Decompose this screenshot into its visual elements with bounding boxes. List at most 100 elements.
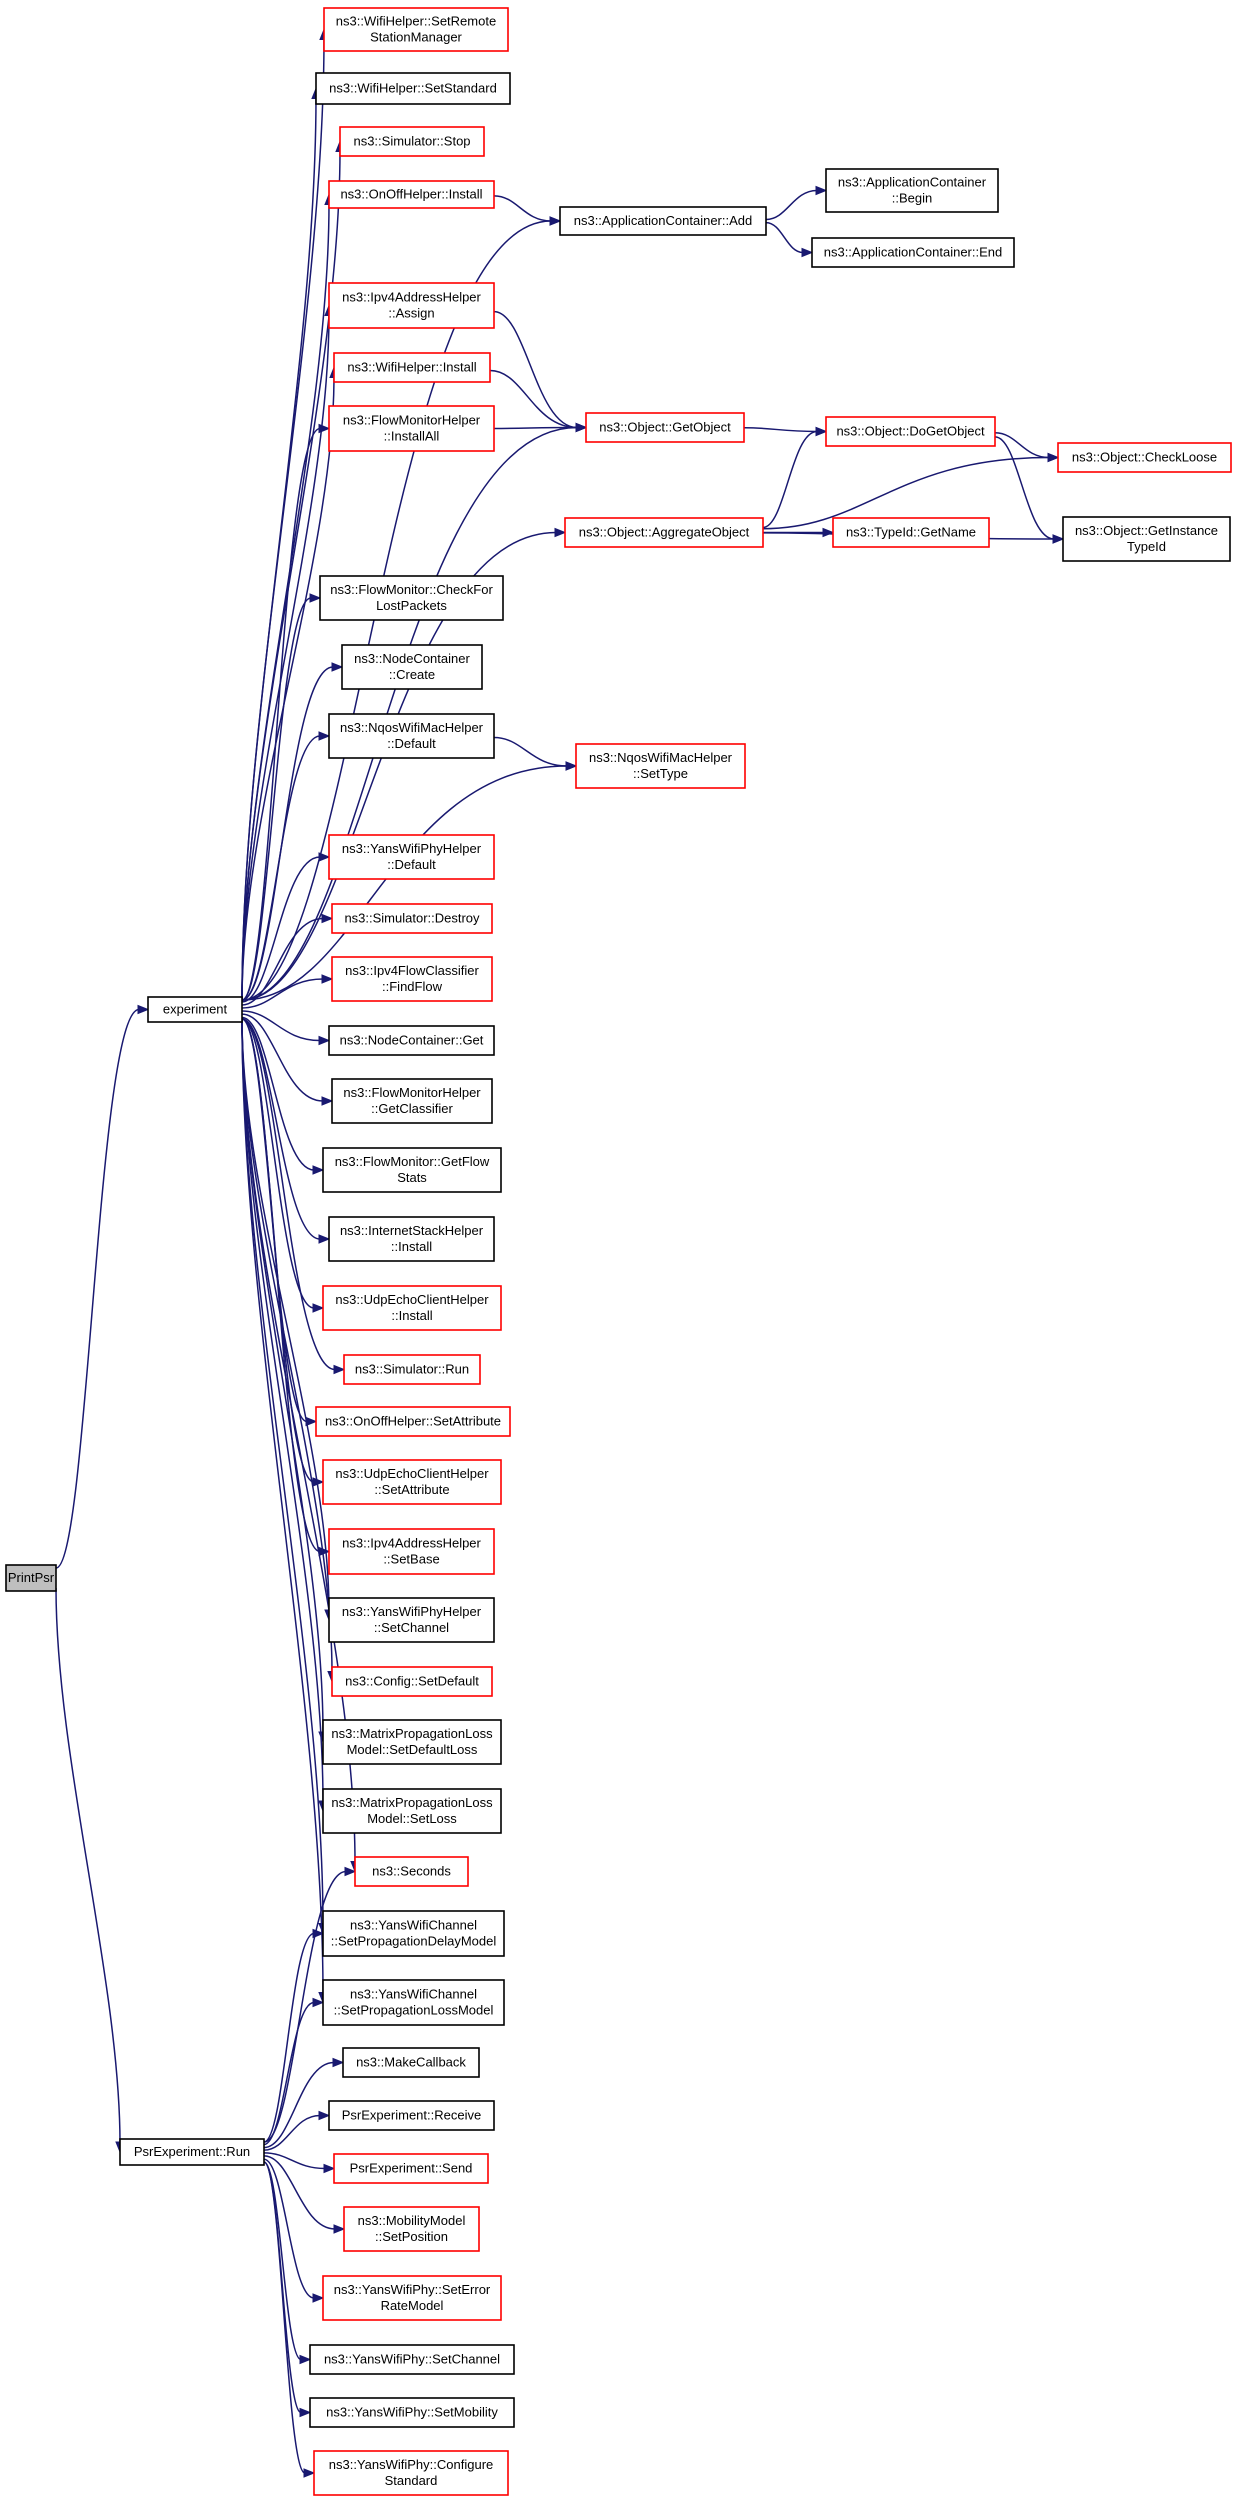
node-label: ns3::Config::SetDefault <box>345 1674 479 1689</box>
node-label: ns3::Simulator::Run <box>355 1362 469 1377</box>
edge-line <box>493 310 578 429</box>
node-yansphy-default[interactable]: ns3::YansWifiPhyHelper::Default <box>328 834 495 880</box>
edge <box>765 185 828 221</box>
node-sim-destroy[interactable]: ns3::Simulator::Destroy <box>331 903 493 934</box>
node-label: TypeId <box>1127 539 1166 554</box>
edge <box>762 426 828 529</box>
edge-line <box>765 221 804 254</box>
node-label: ns3::YansWifiPhy::SetError <box>334 2282 491 2297</box>
node-label: ns3::ApplicationContainer::Add <box>574 213 753 228</box>
node-box <box>328 1025 495 1056</box>
edge-arrowhead <box>801 247 814 258</box>
node-label: ns3::NqosWifiMacHelper <box>589 750 733 765</box>
node-obj-dogetobject[interactable]: ns3::Object::DoGetObject <box>825 416 996 447</box>
edge-arrowhead <box>312 1928 325 1939</box>
edge-line <box>762 430 818 529</box>
node-box <box>322 1788 502 1834</box>
node-label: ns3::Object::GetInstance <box>1075 523 1218 538</box>
edge-line <box>241 38 325 1001</box>
node-ipv4flow-findflow[interactable]: ns3::Ipv4FlowClassifier::FindFlow <box>331 956 493 1002</box>
node-udpecho-install[interactable]: ns3::UdpEchoClientHelper::Install <box>322 1285 502 1331</box>
edge-line <box>241 427 321 1001</box>
node-label: ::InstallAll <box>384 429 440 444</box>
node-label: Standard <box>385 2473 438 2488</box>
edge <box>263 2161 316 2478</box>
node-matrix-setdefaultloss: ns3::MatrixPropagationLossModel::SetDefa… <box>322 1719 502 1765</box>
edge <box>263 2161 312 2418</box>
edge <box>762 452 1060 530</box>
edge-line <box>493 195 552 222</box>
node-box <box>328 834 495 880</box>
node-yanschan-setdelay: ns3::YansWifiChannel::SetPropagationDela… <box>322 1910 505 1957</box>
node-label: ns3::YansWifiChannel <box>350 1987 477 2002</box>
node-label: ns3::YansWifiPhy::SetMobility <box>326 2405 498 2420</box>
node-box <box>328 282 495 329</box>
node-yanschan-setloss: ns3::YansWifiChannel::SetPropagationLoss… <box>322 1979 505 2026</box>
node-label: ::GetClassifier <box>371 1101 453 1116</box>
edge-line <box>241 1013 324 1102</box>
edge-arrowhead <box>318 1234 331 1244</box>
edge-line <box>263 2061 335 2149</box>
edge <box>241 1016 325 1175</box>
edge <box>263 2155 346 2234</box>
edge <box>263 1997 325 2146</box>
node-nqos-settype[interactable]: ns3::NqosWifiMacHelper::SetType <box>575 743 746 789</box>
edge <box>994 436 1065 544</box>
node-label: experiment <box>163 1002 228 1017</box>
edge-arrowhead <box>554 527 567 538</box>
node-onoff-install[interactable]: ns3::OnOffHelper::Install <box>328 180 495 209</box>
node-label: ns3::Ipv4AddressHelper <box>342 290 481 305</box>
node-label: ns3::WifiHelper::Install <box>347 360 476 375</box>
edge-arrowhead <box>333 2224 346 2234</box>
node-obj-getobject[interactable]: ns3::Object::GetObject <box>585 412 745 443</box>
node-label: ns3::MakeCallback <box>356 2055 466 2070</box>
node-label: ns3::ApplicationContainer <box>838 175 987 190</box>
edge-line <box>241 1018 324 1994</box>
node-sim-stop[interactable]: ns3::Simulator::Stop <box>339 126 485 157</box>
node-typeid-getname[interactable]: ns3::TypeId::GetName <box>832 517 990 548</box>
node-udpecho-setattr[interactable]: ns3::UdpEchoClientHelper::SetAttribute <box>322 1459 502 1505</box>
node-wifi-install[interactable]: ns3::WifiHelper::Install <box>333 352 491 383</box>
node-ipv4addr-assign[interactable]: ns3::Ipv4AddressHelper::Assign <box>328 282 495 329</box>
node-box <box>342 2047 480 2078</box>
node-ipv4addr-setbase[interactable]: ns3::Ipv4AddressHelper::SetBase <box>328 1528 495 1575</box>
node-sim-run[interactable]: ns3::Simulator::Run <box>343 1354 481 1385</box>
node-label: ns3::YansWifiPhy::Configure <box>329 2457 494 2472</box>
node-label: Stats <box>397 1170 427 1185</box>
node-psr-send[interactable]: PsrExperiment::Send <box>333 2153 489 2184</box>
node-label: ns3::FlowMonitorHelper <box>343 413 481 428</box>
node-onoff-setattr[interactable]: ns3::OnOffHelper::SetAttribute <box>315 1406 511 1437</box>
node-box <box>331 1666 493 1697</box>
node-seconds[interactable]: ns3::Seconds <box>354 1856 469 1887</box>
node-box <box>575 743 746 789</box>
node-mobility-setposition[interactable]: ns3::MobilityModel::SetPosition <box>343 2206 480 2252</box>
edge-arrowhead <box>299 2407 312 2418</box>
node-label: ns3::Object::GetObject <box>599 420 731 435</box>
node-box <box>328 180 495 209</box>
node-label: ::Install <box>391 1239 432 1254</box>
node-box <box>825 168 999 213</box>
node-box <box>309 2397 515 2428</box>
node-label: LostPackets <box>376 598 447 613</box>
node-label: ns3::YansWifiPhy::SetChannel <box>324 2352 500 2367</box>
node-label: ns3::MobilityModel <box>358 2213 466 2228</box>
node-label: ::SetChannel <box>374 1620 449 1635</box>
node-obj-aggregate[interactable]: ns3::Object::AggregateObject <box>564 517 764 548</box>
node-psr-receive: PsrExperiment::Receive <box>328 2100 495 2131</box>
node-nodec-create: ns3::NodeContainer::Create <box>341 644 483 690</box>
node-obj-checkloose[interactable]: ns3::Object::CheckLoose <box>1057 442 1232 473</box>
edge-line <box>263 2155 336 2230</box>
edge-arrowhead <box>318 852 331 862</box>
node-label: ns3::Seconds <box>372 1864 451 1879</box>
node-fmh-installall[interactable]: ns3::FlowMonitorHelper::InstallAll <box>328 405 495 452</box>
node-config-setdefault[interactable]: ns3::Config::SetDefault <box>331 1666 493 1697</box>
edge-arrowhead <box>332 2057 345 2068</box>
edge <box>241 423 331 1001</box>
node-label: ns3::Ipv4FlowClassifier <box>345 963 479 978</box>
edge-line <box>762 456 1050 530</box>
